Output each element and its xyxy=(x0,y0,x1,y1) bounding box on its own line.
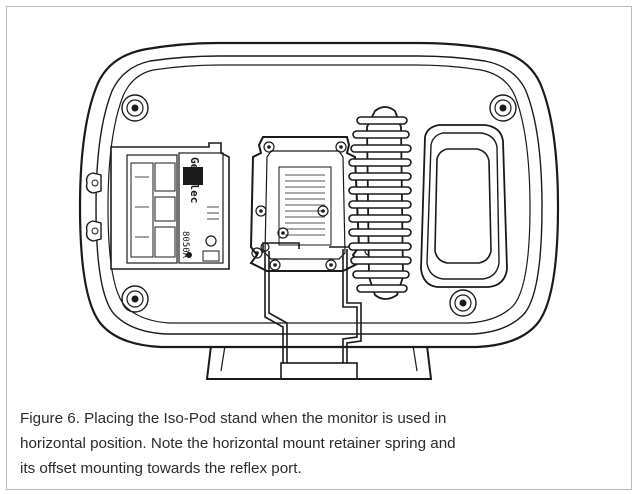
caption-line-3: its offset mounting towards the reflex p… xyxy=(20,460,302,477)
caption-line-2: horizontal position. Note the horizontal… xyxy=(20,435,456,452)
monitor-rear-illustration: Genelec 8050A xyxy=(78,41,560,380)
figure-frame: Genelec 8050A xyxy=(6,6,632,490)
connector-panel: Genelec 8050A xyxy=(85,142,230,270)
retainer-spring xyxy=(260,242,374,363)
figure-caption: Figure 6. Placing the Iso-Pod stand when… xyxy=(20,406,620,481)
caption-line-1: Figure 6. Placing the Iso-Pod stand when… xyxy=(20,410,447,427)
heat-sink xyxy=(348,106,412,300)
model-number-label: 8050A xyxy=(180,231,190,259)
corner-screws xyxy=(121,94,517,317)
reflex-port xyxy=(420,124,508,288)
mount-bracket xyxy=(249,136,361,272)
